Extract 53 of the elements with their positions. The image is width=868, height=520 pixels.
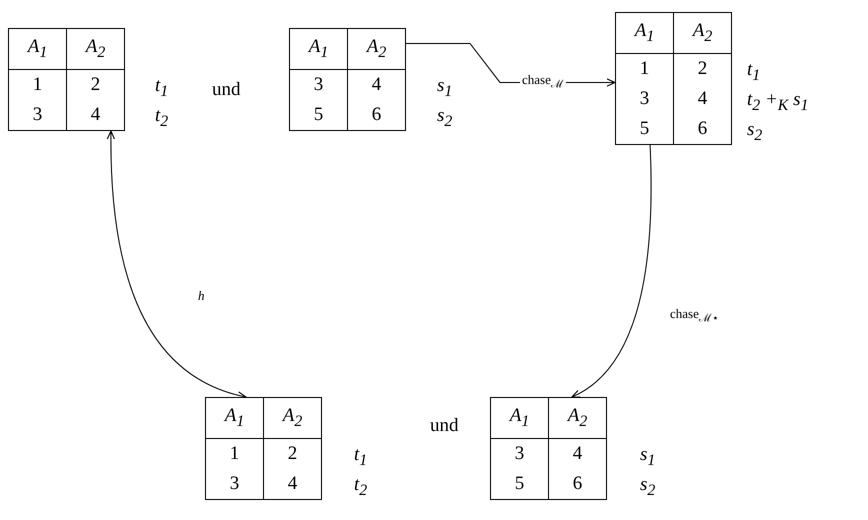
tuple-label: t$_{2}$ +$_{K}$ s$_{1}$ bbox=[747, 88, 808, 115]
table-cell: 6 bbox=[348, 100, 406, 130]
tuple-label: t$_{1}$ bbox=[747, 58, 760, 85]
column-header: A$_{1}$ bbox=[8, 28, 66, 70]
column-header: A$_{2}$ bbox=[548, 398, 606, 438]
tuple-label: s$_{1}$ bbox=[640, 443, 656, 470]
column-header: A$_{1}$ bbox=[616, 12, 674, 54]
column-header: A$_{2}$ bbox=[674, 12, 732, 54]
column-header: A$_{1}$ bbox=[290, 28, 348, 70]
data-table bbox=[289, 28, 406, 131]
table-cell: 1 bbox=[616, 54, 674, 84]
table-cell: 1 bbox=[8, 70, 66, 100]
tuple-label: s$_{2}$ bbox=[640, 473, 656, 500]
table-cell: 4 bbox=[264, 469, 322, 500]
arrow bbox=[106, 130, 246, 399]
tuple-label: t$_{2}$ bbox=[155, 104, 168, 131]
table-cell: 6 bbox=[548, 469, 606, 500]
table-cell: 3 bbox=[290, 70, 348, 100]
column-header: A$_{2}$ bbox=[264, 398, 322, 438]
tuple-label: t$_{1}$ bbox=[354, 443, 368, 470]
data-table bbox=[8, 28, 125, 131]
table-cell: 2 bbox=[674, 54, 732, 84]
table-cell: 5 bbox=[290, 100, 348, 130]
tuple-label: t$_{1}$ bbox=[155, 74, 168, 101]
conjunction-text: und bbox=[430, 415, 458, 437]
column-header: A$_{1}$ bbox=[206, 398, 264, 438]
table-cell: 2 bbox=[264, 438, 322, 469]
table-cell: 4 bbox=[66, 100, 124, 130]
conjunction-text: und bbox=[212, 79, 240, 101]
data-table bbox=[205, 397, 322, 500]
tuple-label: s$_{2}$ bbox=[747, 118, 762, 145]
table-cell: 1 bbox=[206, 438, 264, 469]
column-header: A$_{1}$ bbox=[490, 398, 548, 438]
table-cell: 3 bbox=[206, 469, 264, 500]
tuple-label: s$_{2}$ bbox=[437, 104, 452, 131]
column-header: A$_{2}$ bbox=[348, 28, 406, 70]
table-cell: 5 bbox=[490, 469, 548, 500]
table-cell: 4 bbox=[548, 438, 606, 469]
arrow bbox=[571, 144, 652, 398]
table-cell: 3 bbox=[616, 84, 674, 114]
table-cell: 3 bbox=[490, 438, 548, 469]
table-cell: 6 bbox=[674, 114, 732, 144]
edge-label: chase$_{ℳ}$ bbox=[520, 72, 566, 91]
table-cell: 5 bbox=[616, 114, 674, 144]
data-table bbox=[490, 397, 607, 500]
table-cell: 2 bbox=[66, 70, 124, 100]
table-cell: 4 bbox=[348, 70, 406, 100]
table-cell: 4 bbox=[674, 84, 732, 114]
tuple-label: s$_{1}$ bbox=[437, 74, 452, 101]
column-header: A$_{2}$ bbox=[66, 28, 124, 70]
tuple-label: t$_{2}$ bbox=[354, 473, 368, 500]
data-table bbox=[615, 12, 732, 145]
table-cell: 3 bbox=[8, 100, 66, 130]
